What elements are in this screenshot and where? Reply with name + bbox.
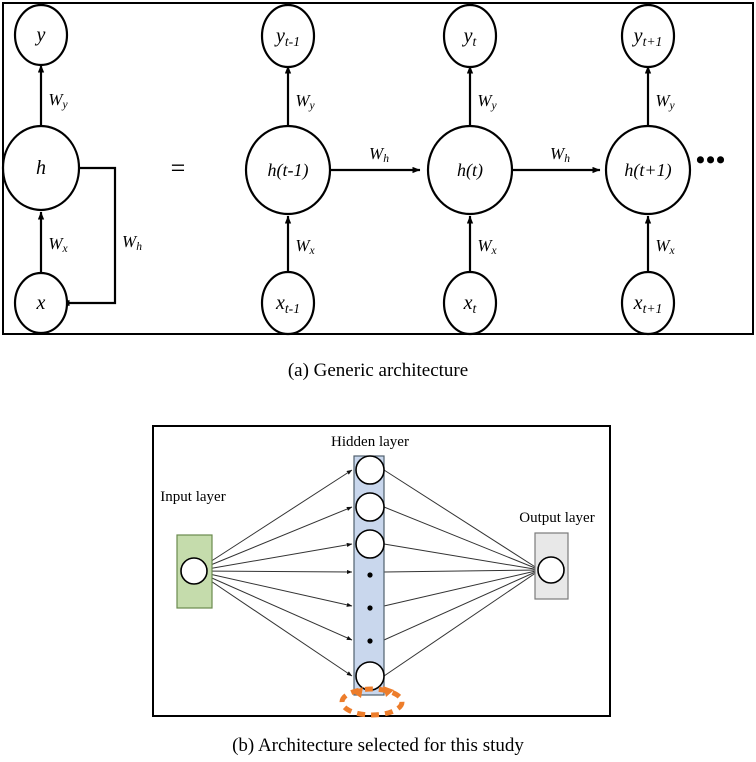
panel-b-caption: (b) Architecture selected for this study <box>232 735 524 756</box>
panel-a-frame <box>2 2 754 335</box>
panel-a-caption: (a) Generic architecture <box>287 360 469 381</box>
panel-b-frame <box>152 425 611 717</box>
